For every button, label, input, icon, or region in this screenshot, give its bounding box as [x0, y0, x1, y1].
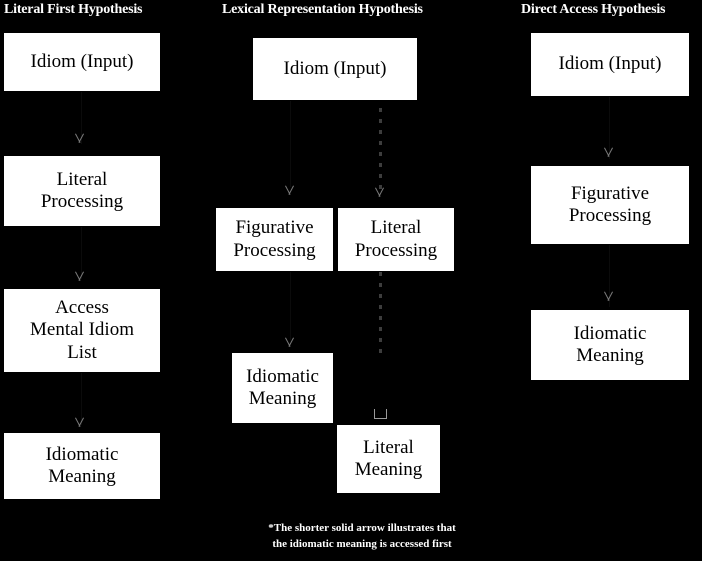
connector-lr-input-to-figurative	[290, 101, 291, 187]
node-label: Idiomatic Meaning	[45, 443, 119, 487]
node-lexical-figurative-processing: Figurative Processing	[215, 207, 334, 272]
footnote: *The shorter solid arrow illustrates tha…	[268, 522, 456, 550]
connector-da-figurative-to-idiomatic	[609, 245, 610, 307]
arrowhead-lr-input-to-literal	[374, 188, 385, 197]
node-label: Literal Processing	[40, 168, 124, 212]
node-label: Literal Processing	[354, 217, 438, 261]
connector-lr-figurative-to-idiomatic	[290, 272, 291, 340]
node-label: Idiom (Input)	[30, 50, 134, 72]
connector-lf-input-to-literal	[81, 92, 82, 144]
arrowhead-lf-access-to-idiomatic	[74, 418, 85, 427]
node-label: Literal Meaning	[354, 436, 423, 480]
arrowhead-da-input-to-figurative	[603, 148, 614, 157]
node-label: Figurative Processing	[568, 182, 652, 226]
node-direct-access-figurative-processing: Figurative Processing	[530, 165, 690, 245]
node-label: Access Mental Idiom List	[30, 296, 134, 363]
arrowhead-lf-literal-to-access	[74, 272, 85, 281]
arrowhead-lr-input-to-figurative	[284, 186, 295, 195]
arrowhead-lr-figurative-to-idiomatic	[284, 338, 295, 347]
node-lexical-literal-meaning: Literal Meaning	[336, 424, 441, 494]
column-title-literal-first: Literal First Hypothesis	[4, 2, 143, 17]
node-label: Idiomatic Meaning	[573, 322, 647, 366]
arrowhead-lr-literal-to-literal-meaning	[374, 409, 387, 419]
connector-da-input-to-figurative	[609, 97, 610, 159]
node-literal-first-access-mental-idiom-list: Access Mental Idiom List	[3, 288, 161, 373]
arrowhead-lf-input-to-literal	[74, 134, 85, 143]
connector-lf-access-to-idiomatic	[81, 373, 82, 425]
node-label: Idiom (Input)	[558, 53, 662, 75]
node-literal-first-idiom-input: Idiom (Input)	[3, 32, 161, 92]
node-lexical-idiomatic-meaning: Idiomatic Meaning	[231, 352, 334, 424]
connector-lf-literal-to-access	[81, 227, 82, 279]
column-title-direct-access: Direct Access Hypothesis	[521, 2, 666, 17]
node-direct-access-idiomatic-meaning: Idiomatic Meaning	[530, 309, 690, 381]
node-label: Idiomatic Meaning	[246, 365, 319, 409]
connector-lr-literal-to-literal-meaning-dashed	[379, 272, 382, 359]
node-direct-access-idiom-input: Idiom (Input)	[530, 32, 690, 97]
column-title-lexical-representation: Lexical Representation Hypothesis	[222, 2, 423, 17]
node-literal-first-idiomatic-meaning: Idiomatic Meaning	[3, 432, 161, 500]
node-literal-first-literal-processing: Literal Processing	[3, 155, 161, 227]
node-lexical-literal-processing: Literal Processing	[337, 207, 455, 272]
arrowhead-da-figurative-to-idiomatic	[603, 292, 614, 301]
connector-lr-input-to-literal-dashed	[379, 108, 382, 190]
node-label: Idiom (Input)	[283, 57, 387, 79]
node-label: Figurative Processing	[233, 217, 316, 261]
node-lexical-idiom-input: Idiom (Input)	[252, 37, 418, 101]
